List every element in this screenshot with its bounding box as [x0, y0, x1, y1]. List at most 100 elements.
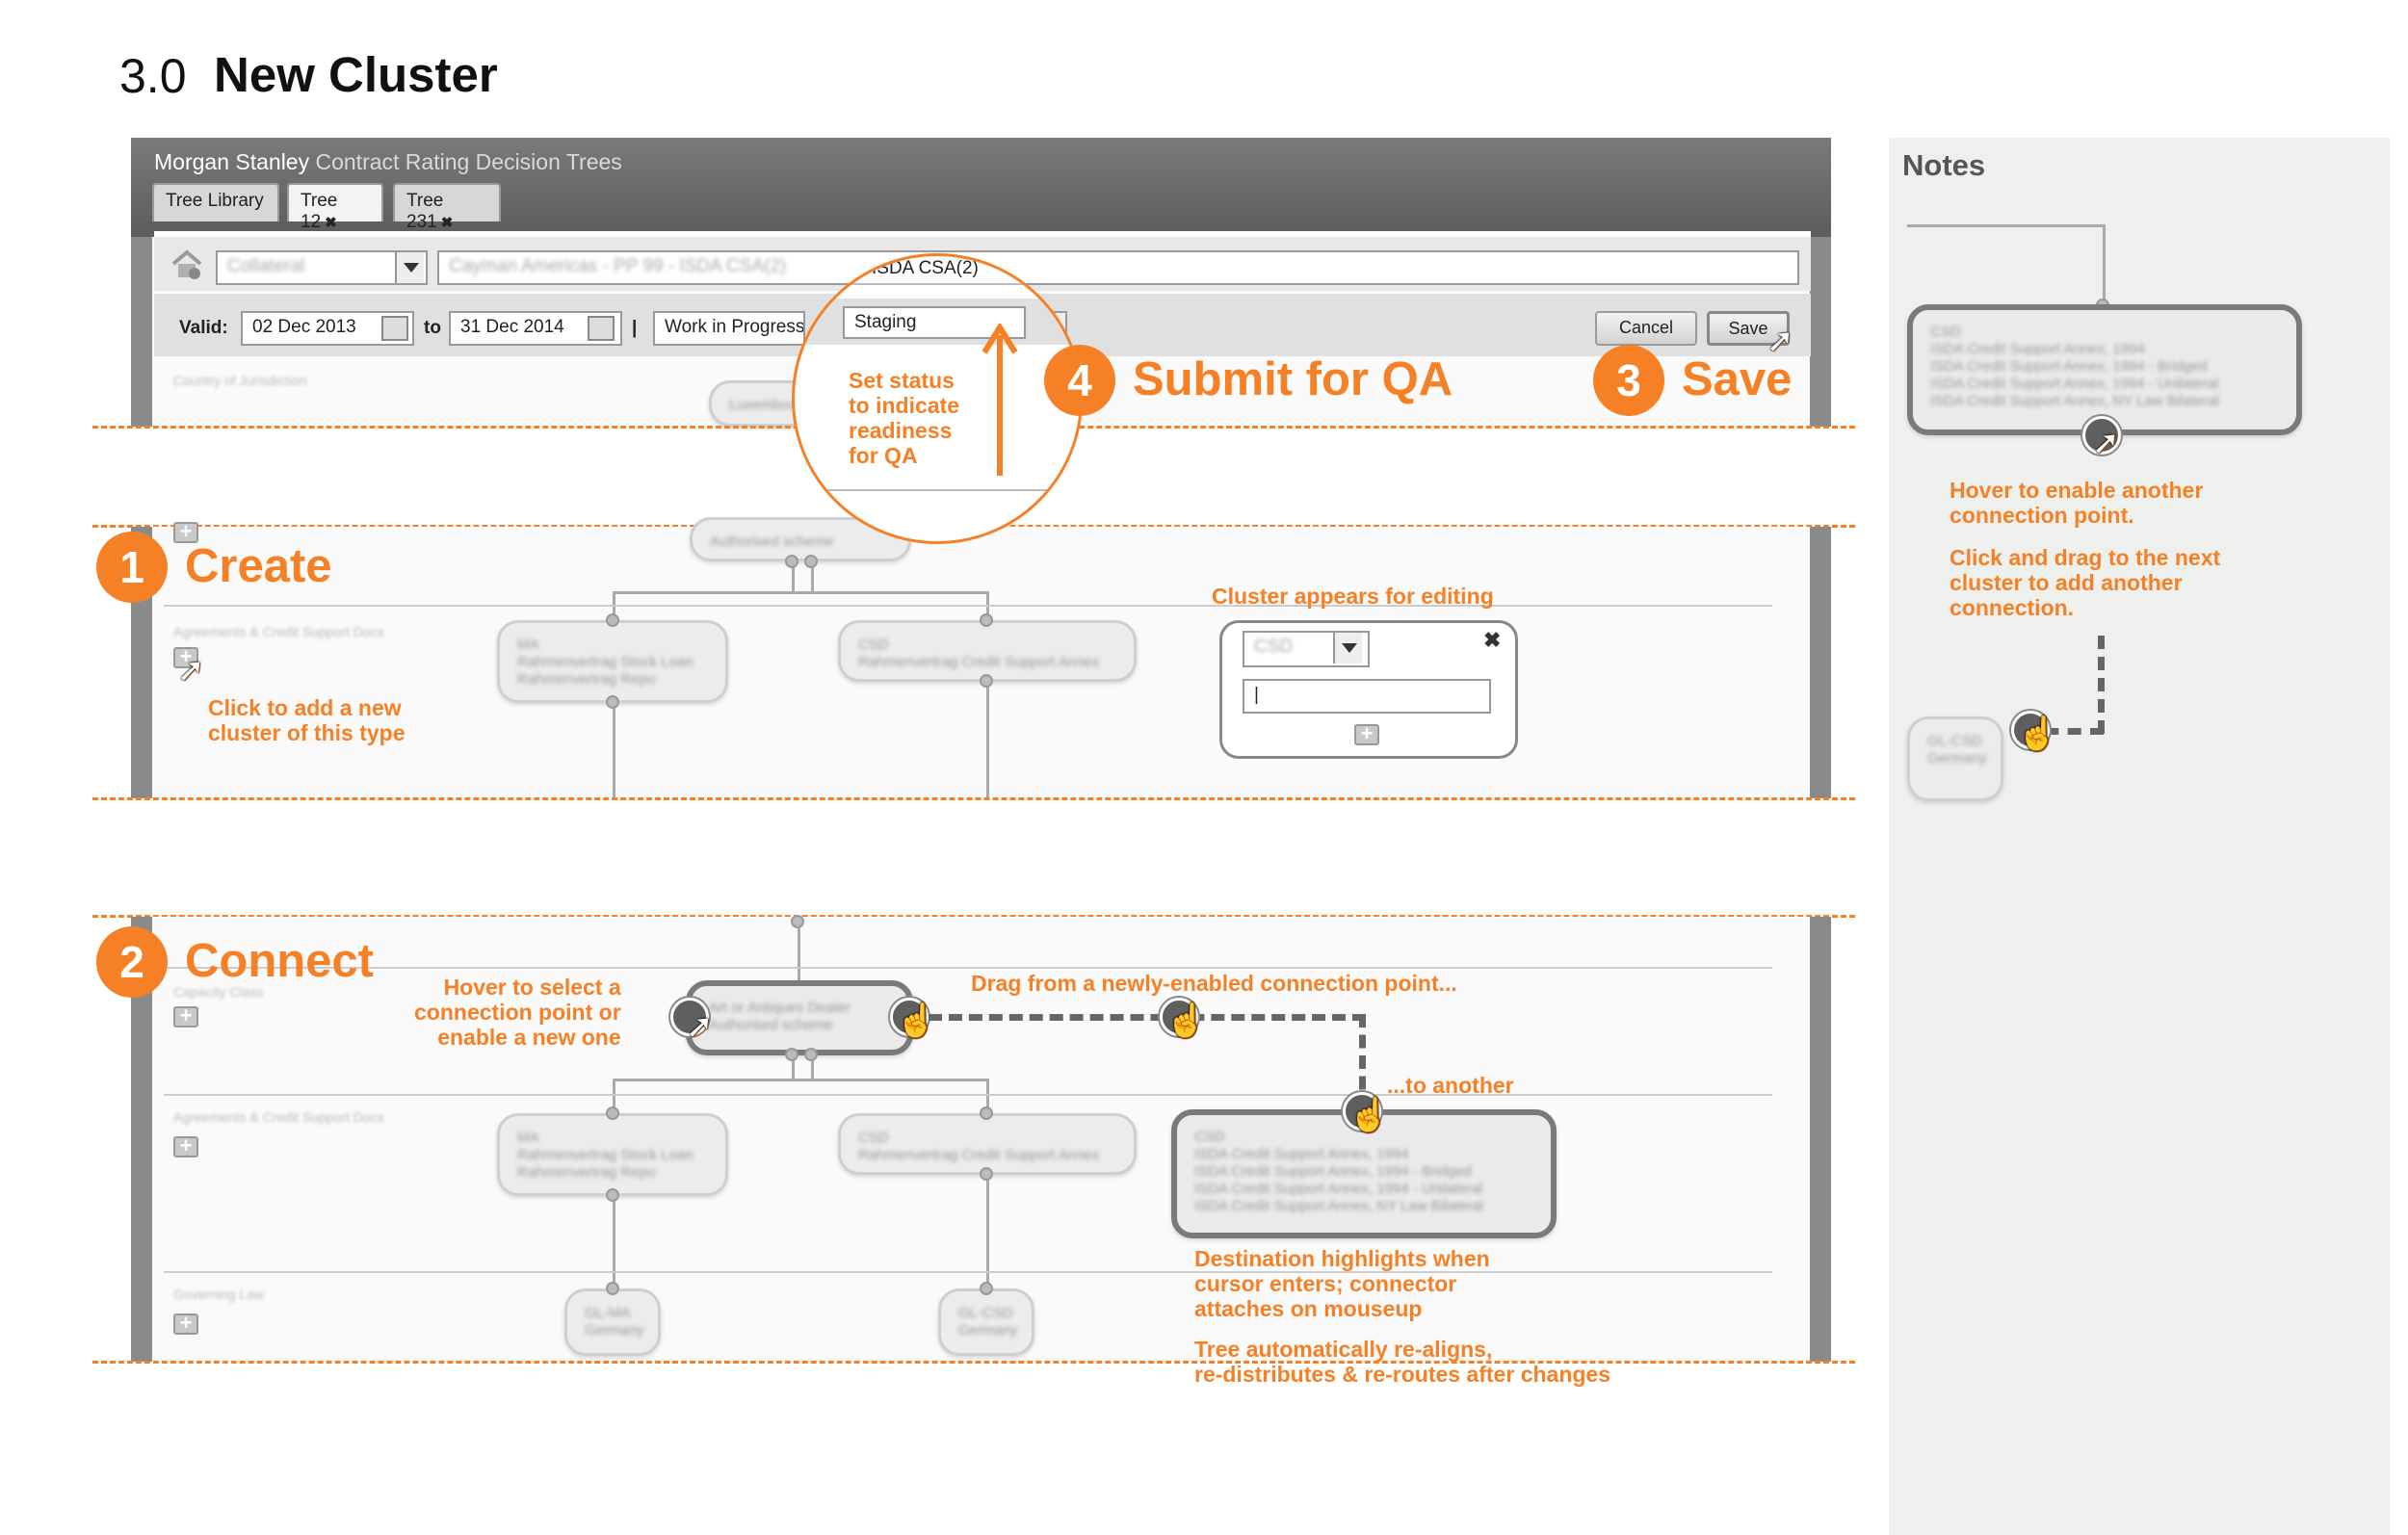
home-icon[interactable] [170, 248, 204, 281]
note-hover-enable: Hover to enable another connection point… [1950, 478, 2204, 528]
connection-point-target[interactable] [1343, 1092, 1381, 1131]
callout-submit: Submit for QA [1133, 353, 1453, 405]
connection-point[interactable] [980, 1106, 993, 1120]
agreement-field[interactable]: Cayman Americas - PP 99 - ISDA CSA(2) [437, 250, 1799, 285]
connector [613, 591, 988, 594]
connection-point[interactable] [606, 1106, 619, 1120]
close-icon[interactable]: ✖ [440, 215, 454, 231]
cluster-name-input[interactable]: | [1243, 679, 1491, 714]
tab-label: Tree 12 [301, 191, 338, 232]
add-cluster-button[interactable]: + [173, 1005, 198, 1028]
close-icon[interactable]: ✖ [325, 215, 337, 231]
connection-point[interactable] [980, 613, 993, 627]
note-click-drag: Click and drag to the next cluster to ad… [1950, 545, 2221, 620]
chevron-down-icon[interactable] [1333, 633, 1362, 663]
connection-point[interactable] [980, 674, 993, 688]
connection-point-drag[interactable] [1160, 998, 1198, 1036]
connection-point[interactable] [980, 1167, 993, 1181]
connection-point[interactable] [606, 1282, 619, 1295]
connector [986, 1175, 989, 1292]
note-drag-from: Drag from a newly-enabled connection poi… [971, 971, 1457, 996]
add-line-button[interactable]: + [1354, 723, 1379, 745]
calendar-icon[interactable] [381, 316, 408, 341]
connection-point[interactable] [785, 555, 798, 568]
separator: | [632, 318, 638, 338]
connector [811, 561, 814, 593]
pointer-cursor-icon: ➚ [686, 1008, 714, 1045]
type-select[interactable]: Collateral [216, 250, 428, 285]
connection-point[interactable] [785, 1048, 798, 1061]
hand-cursor-icon: ☝ [1165, 1002, 1207, 1039]
connection-point[interactable] [980, 1282, 993, 1295]
connector [613, 1079, 988, 1081]
connection-point[interactable] [804, 1048, 818, 1061]
tab-tree-library[interactable]: Tree Library [152, 183, 279, 221]
tab-label: Tree 231 [406, 191, 444, 232]
connection-point[interactable] [804, 555, 818, 568]
callout-save: Save [1682, 353, 1793, 405]
note-destination: Destination highlights when cursor enter… [1194, 1246, 1490, 1321]
connector [613, 1079, 615, 1107]
row-label: Agreements & Credit Support Docs [173, 1109, 384, 1125]
add-cluster-button[interactable]: + [173, 646, 198, 668]
callout-number: 3 [1593, 345, 1664, 416]
row-divider [164, 967, 1772, 969]
note-set-status: Set status to indicate readiness for QA [849, 368, 960, 468]
connector [986, 682, 989, 799]
section-divider [92, 915, 1855, 918]
drag-connector [929, 1014, 1366, 1021]
section-divider [92, 1361, 1855, 1364]
callout-number: 4 [1044, 345, 1115, 416]
chevron-down-icon[interactable] [395, 252, 424, 283]
cancel-button[interactable]: Cancel [1595, 311, 1697, 346]
add-cluster-button[interactable]: + [173, 521, 198, 543]
connector [613, 591, 615, 622]
connector [613, 703, 615, 799]
add-cluster-button[interactable]: + [173, 1313, 198, 1335]
row-label: Agreements & Credit Support Docs [173, 624, 384, 639]
save-button[interactable]: Save [1707, 311, 1790, 346]
connector [1907, 224, 2106, 227]
connection-point[interactable] [606, 1188, 619, 1202]
valid-label: Valid: [179, 318, 228, 338]
connection-point-active[interactable] [890, 998, 929, 1036]
note-click-add: Click to add a new cluster of this type [208, 695, 406, 745]
connector [811, 1055, 814, 1080]
drag-connector [2098, 636, 2105, 734]
connection-point[interactable] [606, 613, 619, 627]
zoom-agreement-text: ISDA CSA(2) [872, 258, 979, 278]
tab-tree-12[interactable]: Tree 12✖ [287, 183, 383, 232]
connection-point-drag[interactable] [2011, 711, 2050, 749]
row-label: Governing Law [173, 1287, 265, 1302]
pointer-cursor-icon: ➚ [2092, 425, 2120, 461]
add-cluster-button[interactable]: + [173, 1135, 198, 1158]
calendar-icon[interactable] [588, 316, 615, 341]
section-divider [92, 797, 1855, 800]
connection-point[interactable] [606, 695, 619, 709]
connection-point-active[interactable] [2082, 416, 2121, 455]
tab-tree-231[interactable]: Tree 231✖ [393, 183, 501, 232]
to-label: to [424, 318, 441, 338]
row-label: Country of Jurisdiction [173, 373, 307, 388]
hand-cursor-icon: ☝ [1348, 1097, 1390, 1133]
hand-cursor-icon: ☝ [2017, 715, 2058, 752]
close-icon[interactable]: ✖ [1483, 628, 1502, 652]
row-divider [164, 605, 1772, 607]
row-divider [164, 1271, 1772, 1273]
status-field: Work in Progress [653, 311, 805, 346]
connection-point-active[interactable] [670, 998, 709, 1036]
connector [2103, 224, 2106, 309]
zoom-stage-select[interactable]: Staging [843, 306, 1026, 339]
callout-number: 2 [96, 926, 168, 998]
connector [986, 591, 989, 622]
connection-point[interactable] [791, 915, 804, 928]
